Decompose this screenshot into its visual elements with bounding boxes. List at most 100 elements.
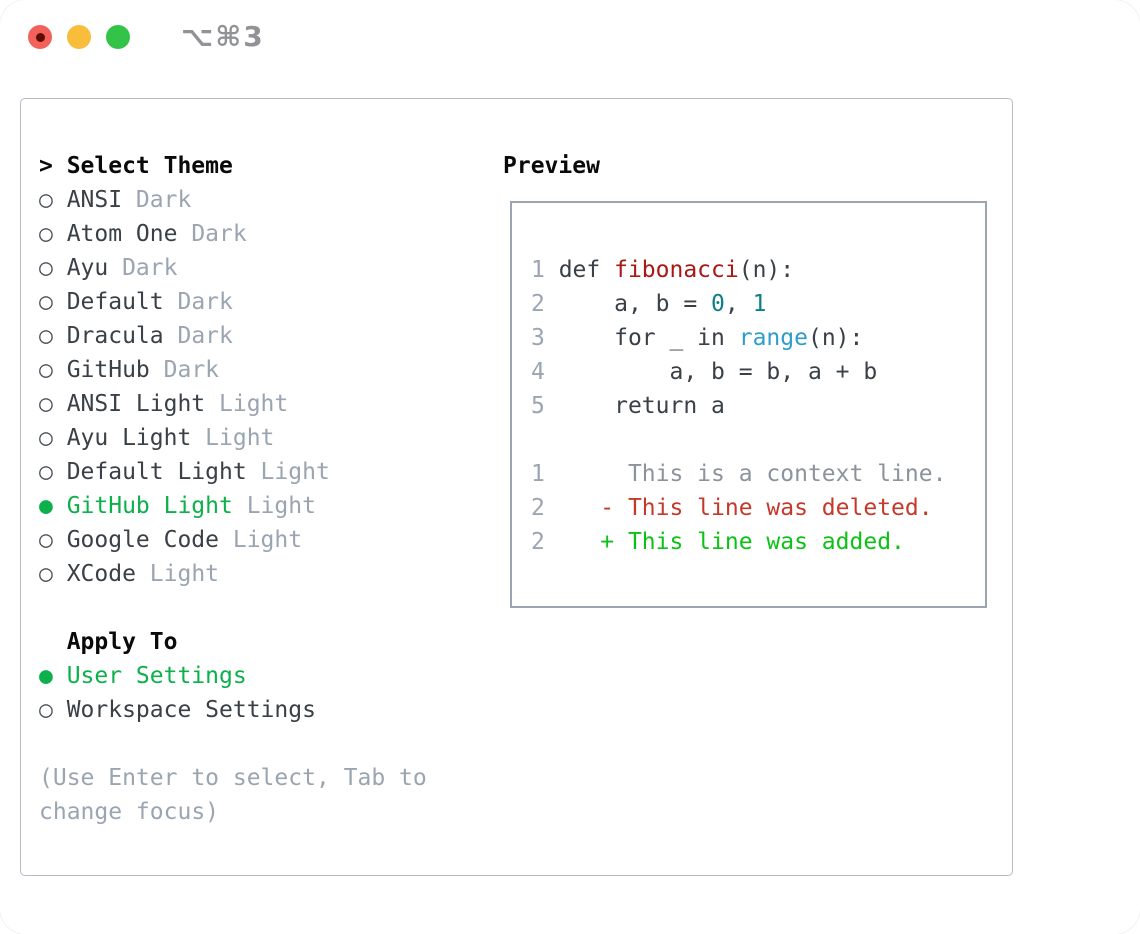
theme-item-label: Default Light [66,459,247,485]
radio-icon: ○ [39,187,53,213]
line-number: 1 [531,461,559,487]
select-theme-heading-label: Select Theme [66,153,233,179]
theme-item-label: GitHub Light [66,493,233,519]
code-line: 1 def fibonacci(n): [531,253,985,287]
code-segment-num: 1 [752,291,767,317]
titlebar: ⌥⌘3 [28,20,265,53]
theme-item-label: Ayu [66,255,109,281]
apply-to-indent [39,625,67,659]
radio-icon: ○ [39,527,53,553]
theme-item-github[interactable]: ○GitHub Dark [39,353,489,387]
diff-line: 2 + This line was added. [531,525,985,559]
zoom-button[interactable] [106,25,130,49]
diff-line: 1 This is a context line. [531,457,985,491]
theme-variant-tag: Dark [108,255,178,281]
code-segment-plain: a, b = b, a + b [558,359,878,385]
window-title: ⌥⌘3 [181,20,265,53]
spacer [39,727,489,761]
theme-item-label: Atom One [66,221,178,247]
diff-preview: 1 This is a context line.2 - This line w… [531,457,985,559]
theme-variant-tag: Light [219,527,303,553]
close-button[interactable] [28,25,52,49]
line-number: 2 [531,495,559,521]
theme-item-label: Default [66,289,164,315]
code-segment-builtin: range [738,325,808,351]
theme-item-label: Ayu Light [66,425,192,451]
help-text-line: (Use Enter to select, Tab to [39,765,427,791]
theme-variant-tag: Dark [149,357,220,383]
select-theme-heading: > Select Theme [39,149,489,183]
prompt-icon: > [39,153,53,179]
code-segment-num: 0 [711,291,725,317]
theme-item-xcode[interactable]: ○ XCode Light [39,557,489,591]
radio-icon: ○ [39,425,53,451]
line-number: 4 [531,359,559,385]
theme-variant-tag: Light [205,391,289,417]
minimize-button[interactable] [67,25,91,49]
code-line: 5 return a [531,389,985,423]
theme-item-google-code[interactable]: ○ Google Code Light [39,523,489,557]
code-segment-plain: for _ in [558,325,739,351]
unsaved-indicator-dot [35,32,45,42]
code-line: 4 a, b = b, a + b [531,355,985,389]
theme-item-label: XCode [66,561,136,587]
preview-column: Preview 1 def fibonacci(n):2 a, b = 0, 1… [501,149,987,608]
apply-option-workspace-settings[interactable]: ○ Workspace Settings [39,693,489,727]
theme-item-default-light[interactable]: ○ Default Light Light [39,455,489,489]
line-number: 3 [531,325,559,351]
code-segment-func: fibonacci [614,257,739,283]
code-segment-plain: (n): [807,325,864,351]
theme-item-atom-one[interactable]: ○ Atom One Dark [39,217,489,251]
code-segment-del: - This line was deleted. [558,495,933,521]
theme-item-label: Google Code [66,527,220,553]
theme-list: ○ ANSI Dark ○ Atom One Dark ○ Ayu Dark ○ Defaul… [39,183,489,591]
radio-selected-icon: ● [39,663,53,689]
theme-item-default[interactable]: ○Default Dark [39,285,489,319]
theme-item-ansi[interactable]: ○ ANSI Dark [39,183,489,217]
radio-icon: ○ [39,255,53,281]
apply-to-heading: Apply To [39,625,489,659]
radio-selected-icon: ● [39,493,53,519]
theme-variant-tag: Dark [177,221,247,247]
theme-variant-tag: Light [135,561,220,587]
theme-item-label: ANSI [66,187,123,213]
preview-heading: Preview [503,153,600,179]
line-number: 5 [531,393,559,419]
radio-icon: ○ [39,357,53,383]
spacer [39,591,489,625]
theme-item-label: Dracula [66,323,164,349]
theme-item-label: ANSI Light [66,391,206,417]
theme-variant-tag: Light [191,425,275,451]
radio-icon: ○ [39,323,53,349]
theme-picker-column: > Select Theme ○ ANSI Dark ○ Atom One Dark ○ A… [39,149,489,829]
radio-icon: ○ [39,289,53,315]
theme-item-ayu[interactable]: ○ Ayu Dark [39,251,489,285]
code-segment-context: This is a context line. [558,461,947,487]
radio-icon: ○ [39,561,53,587]
theme-item-github-light[interactable]: ●GitHub Light Light [39,489,489,523]
radio-icon: ○ [39,459,53,485]
apply-to-list: ● User Settings ○ Workspace Settings [39,659,489,727]
code-line: 3 for _ in range(n): [531,321,985,355]
line-number: 1 [531,257,559,283]
theme-item-dracula[interactable]: ○Dracula Dark [39,319,489,353]
apply-option-user-settings[interactable]: ● User Settings [39,659,489,693]
radio-icon: ○ [39,221,53,247]
line-number: 2 [531,529,559,555]
radio-icon: ○ [39,697,53,723]
theme-item-ayu-light[interactable]: ○ Ayu Light Light [39,421,489,455]
code-segment-plain: , [724,291,753,317]
apply-option-label: Workspace Settings [66,697,316,723]
apply-to-heading-label: Apply To [66,629,178,655]
theme-variant-tag: Light [246,459,330,485]
diff-line: 2 - This line was deleted. [531,491,985,525]
theme-item-ansi-light[interactable]: ○ ANSI Light Light [39,387,489,421]
code-segment-add: + This line was added. [558,529,905,555]
radio-icon: ○ [39,391,53,417]
code-segment-plain: return a [558,393,725,419]
apply-option-label: User Settings [66,663,247,689]
theme-variant-tag: Dark [122,187,192,213]
